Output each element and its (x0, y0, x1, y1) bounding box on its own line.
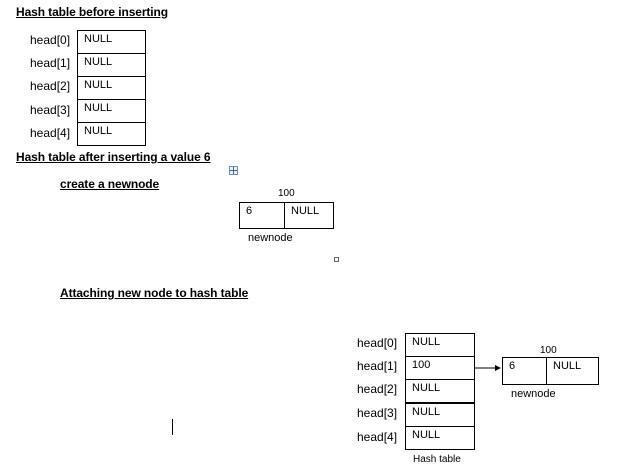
resize-handle-icon[interactable] (334, 257, 339, 262)
table-cell: NULL (77, 76, 146, 100)
row-label: head[4] (357, 430, 398, 444)
table-cell: NULL (405, 379, 475, 403)
table-cell: NULL (405, 403, 475, 427)
node-label: newnode (248, 232, 293, 244)
table-cell: NULL (405, 426, 475, 450)
node-address: 100 (278, 188, 295, 199)
node-next-cell: NULL (546, 357, 599, 385)
row-label: head[0] (357, 336, 398, 350)
table-cell: 100 (405, 356, 475, 380)
node-data-cell: 6 (502, 357, 547, 385)
heading-before: Hash table before inserting (16, 5, 168, 19)
row-label: head[4] (30, 126, 71, 140)
table-cell: NULL (405, 333, 475, 357)
row-label: head[1] (357, 359, 398, 373)
row-label: head[2] (357, 382, 398, 396)
table-cell: NULL (77, 122, 146, 146)
table-cell: NULL (77, 30, 146, 54)
row-label: head[0] (30, 33, 71, 47)
heading-create-node: create a newnode (60, 177, 160, 191)
table-cell: NULL (77, 53, 146, 77)
heading-attach-node: Attaching new node to hash table (60, 286, 249, 300)
row-label: head[3] (30, 103, 71, 117)
row-label: head[3] (357, 406, 398, 420)
row-label: head[1] (30, 56, 71, 70)
node-next-cell: NULL (284, 202, 334, 229)
move-handle-icon[interactable] (229, 166, 238, 175)
table-caption: Hash table (413, 454, 461, 465)
node-address: 100 (540, 345, 557, 356)
row-label: head[2] (30, 79, 71, 93)
node-data-cell: 6 (239, 202, 285, 229)
node-label: newnode (511, 388, 556, 400)
table-cell: NULL (77, 99, 146, 123)
heading-after: Hash table after inserting a value 6 (16, 150, 211, 164)
text-cursor-icon (172, 419, 173, 435)
